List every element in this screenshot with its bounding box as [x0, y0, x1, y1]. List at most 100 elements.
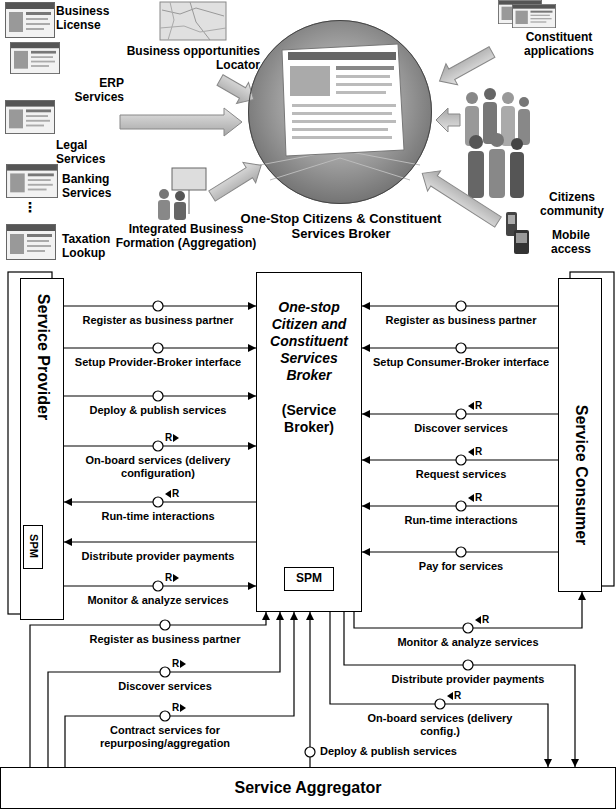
direction-triangle [173, 574, 179, 582]
role-letter: R [172, 488, 179, 500]
illustration-label: Business License [56, 4, 118, 32]
role-marker: R [468, 492, 482, 504]
screenshot [11, 42, 60, 73]
direction-triangle [180, 704, 186, 712]
edge-label: Run-time interactions [66, 510, 250, 523]
edge-label: Request services [369, 468, 553, 481]
consumer-box: Service Consumer [558, 278, 602, 592]
presenters-icon [158, 168, 206, 220]
interface-port [435, 699, 445, 709]
direction-triangle [468, 494, 474, 502]
broker-globe: One-Stop Citizens & Constituent Services… [248, 20, 432, 204]
connector [48, 612, 280, 767]
screenshot [6, 100, 55, 133]
interface-port [153, 343, 163, 353]
interface-port [153, 441, 163, 451]
edge-label: On-board services (delivery configuratio… [66, 454, 250, 480]
edge-label: Register as business partner [66, 314, 250, 327]
edge-label: Deploy & publish services [320, 745, 457, 758]
direction-triangle [180, 660, 186, 668]
broker-subtitle: (Service Broker) [260, 402, 358, 436]
direction-triangle [468, 402, 474, 410]
citizens-image [465, 88, 530, 198]
screenshot [7, 225, 56, 260]
provider-box: Service ProviderSPM [20, 278, 64, 620]
direction-triangle [447, 692, 453, 700]
interface-port [153, 581, 163, 591]
interface-port [456, 343, 466, 353]
mobile-icon [506, 212, 529, 254]
edge-label: Pay for services [369, 560, 553, 573]
globe-title: One-Stop Citizens & Constituent Services… [235, 211, 447, 241]
spm-box: SPM [284, 567, 334, 591]
illustration-label: Business opportunities Locator [92, 44, 260, 72]
interface-port [463, 660, 473, 670]
edge-label: Discover services [369, 422, 553, 435]
edge-label: Deploy & publish services [66, 404, 250, 417]
illustration-label: Legal Services [56, 138, 116, 166]
broker-box: One-stop Citizen and Constituent Service… [256, 272, 362, 612]
connector [64, 541, 256, 542]
role-letter: R [165, 572, 172, 584]
edge-label: Register as business partner [369, 314, 553, 327]
illustration-label: ⋮ [22, 198, 38, 216]
screenshot [7, 164, 58, 197]
provider-title: Service Provider [35, 294, 51, 420]
illustration-label: Citizens community [536, 190, 608, 218]
interface-port [160, 620, 170, 630]
role-marker: R [475, 614, 489, 626]
role-letter: R [475, 492, 482, 504]
direction-triangle [165, 490, 171, 498]
connector [65, 612, 294, 767]
direction-triangle [180, 660, 186, 668]
role-marker: R [165, 432, 179, 444]
role-marker: R [165, 488, 179, 500]
interface-port [305, 747, 315, 757]
illustration-label: Integrated Business Formation (Aggregati… [108, 222, 264, 250]
direction-triangle [468, 448, 474, 456]
spm-box: SPM [23, 525, 43, 569]
edge-label: Monitor & analyze services [66, 594, 250, 607]
direction-triangle [165, 490, 171, 498]
direction-triangle [180, 704, 186, 712]
direction-triangle [173, 434, 179, 442]
illustration-label: Mobile access [536, 228, 606, 256]
broker-title: One-stop Citizen and Constituent Service… [260, 299, 358, 384]
edge-label: Discover services [75, 680, 255, 693]
role-letter: R [482, 614, 489, 626]
interface-port [456, 547, 466, 557]
role-letter: R [172, 702, 179, 714]
interface-port [153, 391, 163, 401]
interface-port [160, 667, 170, 677]
interface-port [456, 455, 466, 465]
direction-triangle [468, 494, 474, 502]
illustration-label: Constituent applications [512, 30, 606, 58]
role-marker: R [447, 690, 461, 702]
edge-label: Distribute provider payments [378, 673, 558, 686]
spm-label: SPM [28, 534, 39, 558]
edge-label: Distribute provider payments [66, 550, 250, 563]
connector [309, 612, 310, 767]
role-letter: R [172, 658, 179, 670]
direction-triangle [173, 434, 179, 442]
illustration-label: ERP Services [66, 76, 124, 104]
direction-triangle [468, 402, 474, 410]
edge-label: On-board services (delivery config.) [350, 712, 530, 738]
interface-port [456, 409, 466, 419]
direction-triangle [173, 574, 179, 582]
interface-port [456, 501, 466, 511]
edge-label: Register as business partner [75, 633, 255, 646]
role-letter: R [475, 446, 482, 458]
connector [344, 612, 575, 767]
interface-port [153, 497, 163, 507]
role-marker: R [468, 446, 482, 458]
direction-triangle [475, 616, 481, 624]
role-letter: R [454, 690, 461, 702]
edge-label: Monitor & analyze services [378, 636, 558, 649]
aggregator-title: Service Aggregator [1, 768, 615, 807]
direction-triangle [475, 616, 481, 624]
screenshot [512, 4, 555, 27]
interface-port [463, 623, 473, 633]
spm-label: SPM [285, 568, 333, 589]
